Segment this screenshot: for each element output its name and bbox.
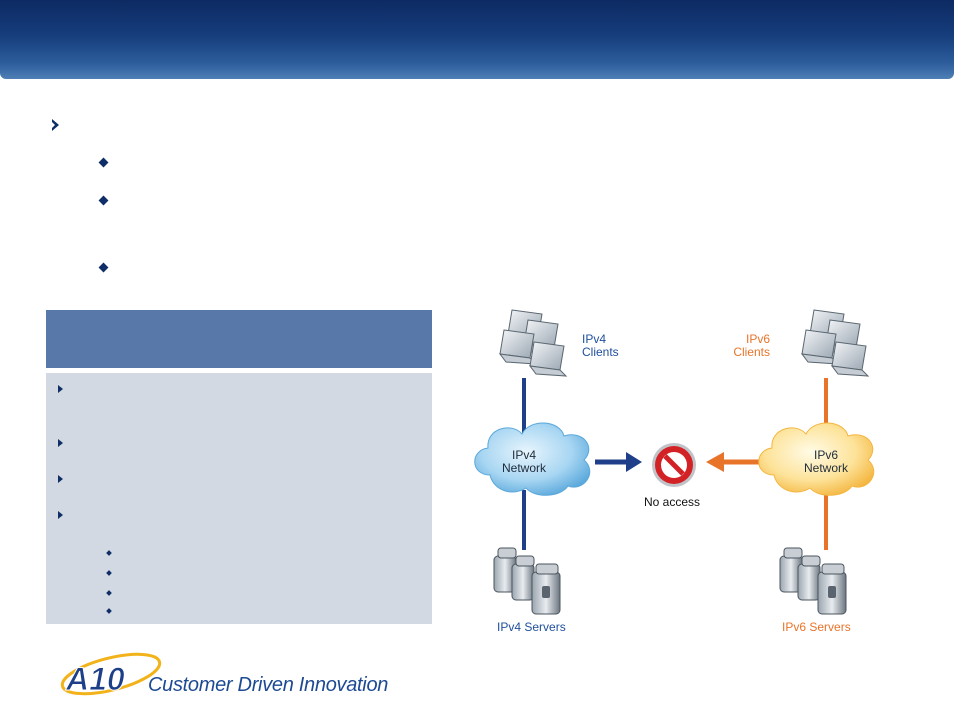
ipv4-network-label-line1: IPv4	[511, 448, 536, 462]
ipv6-clients-label: IPv6 Clients	[722, 333, 770, 359]
panel-sub-bullet-icon	[106, 608, 112, 614]
ipv4-clients-label-line2: Clients	[582, 345, 619, 359]
panel-sub-bullet-icon	[106, 570, 112, 576]
ipv6-clients-label-line2: Clients	[733, 345, 770, 359]
title-bar	[0, 0, 954, 79]
no-access-label: No access	[644, 495, 701, 509]
panel-header	[46, 310, 432, 368]
logo-tagline: Customer Driven Innovation	[148, 674, 389, 696]
ipv4-clients-label-line1: IPv4	[582, 332, 607, 346]
panel-sub-bullet-icon	[106, 550, 112, 556]
ipv4-servers-icon	[493, 547, 561, 615]
main-bullet-arrow-icon	[52, 119, 59, 131]
panel-bullet-arrow-icon	[58, 439, 63, 447]
network-diagram	[474, 309, 875, 615]
ipv4-network-label-line2: Network	[501, 461, 546, 475]
ipv6-servers-icon	[779, 547, 847, 615]
sub-bullet-diamond-icon	[98, 262, 109, 273]
ipv6-network-label-line2: Network	[803, 461, 848, 475]
panel-bullet-arrow-icon	[58, 385, 63, 393]
no-access-icon	[652, 443, 696, 487]
a10-logo-icon: A10	[60, 652, 162, 698]
panel-bullet-arrow-icon	[58, 475, 63, 483]
ipv6-servers-label: IPv6 Servers	[782, 620, 851, 634]
ipv6-arrow-icon	[706, 452, 724, 472]
sub-bullet-diamond-icon	[98, 157, 109, 168]
ipv4-clients-label: IPv4 Clients	[582, 333, 619, 359]
ipv4-network-label: IPv4 Network	[494, 449, 554, 475]
panel-body	[46, 373, 432, 624]
ipv4-arrow-icon	[626, 452, 642, 472]
panel-bullet-arrow-icon	[58, 511, 63, 519]
ipv6-clients-laptops-icon	[800, 309, 870, 377]
ipv4-clients-laptops-icon	[498, 309, 568, 377]
ipv4-servers-label: IPv4 Servers	[497, 620, 566, 634]
sub-bullet-diamond-icon	[98, 195, 109, 206]
ipv6-network-label: IPv6 Network	[796, 449, 856, 475]
ipv6-clients-label-line1: IPv6	[745, 332, 770, 346]
ipv6-network-cloud-icon	[758, 422, 875, 496]
panel-sub-bullet-icon	[106, 590, 112, 596]
ipv4-network-cloud-icon	[474, 422, 591, 496]
svg-text:A10: A10	[65, 661, 125, 697]
ipv6-network-label-line1: IPv6	[813, 448, 838, 462]
